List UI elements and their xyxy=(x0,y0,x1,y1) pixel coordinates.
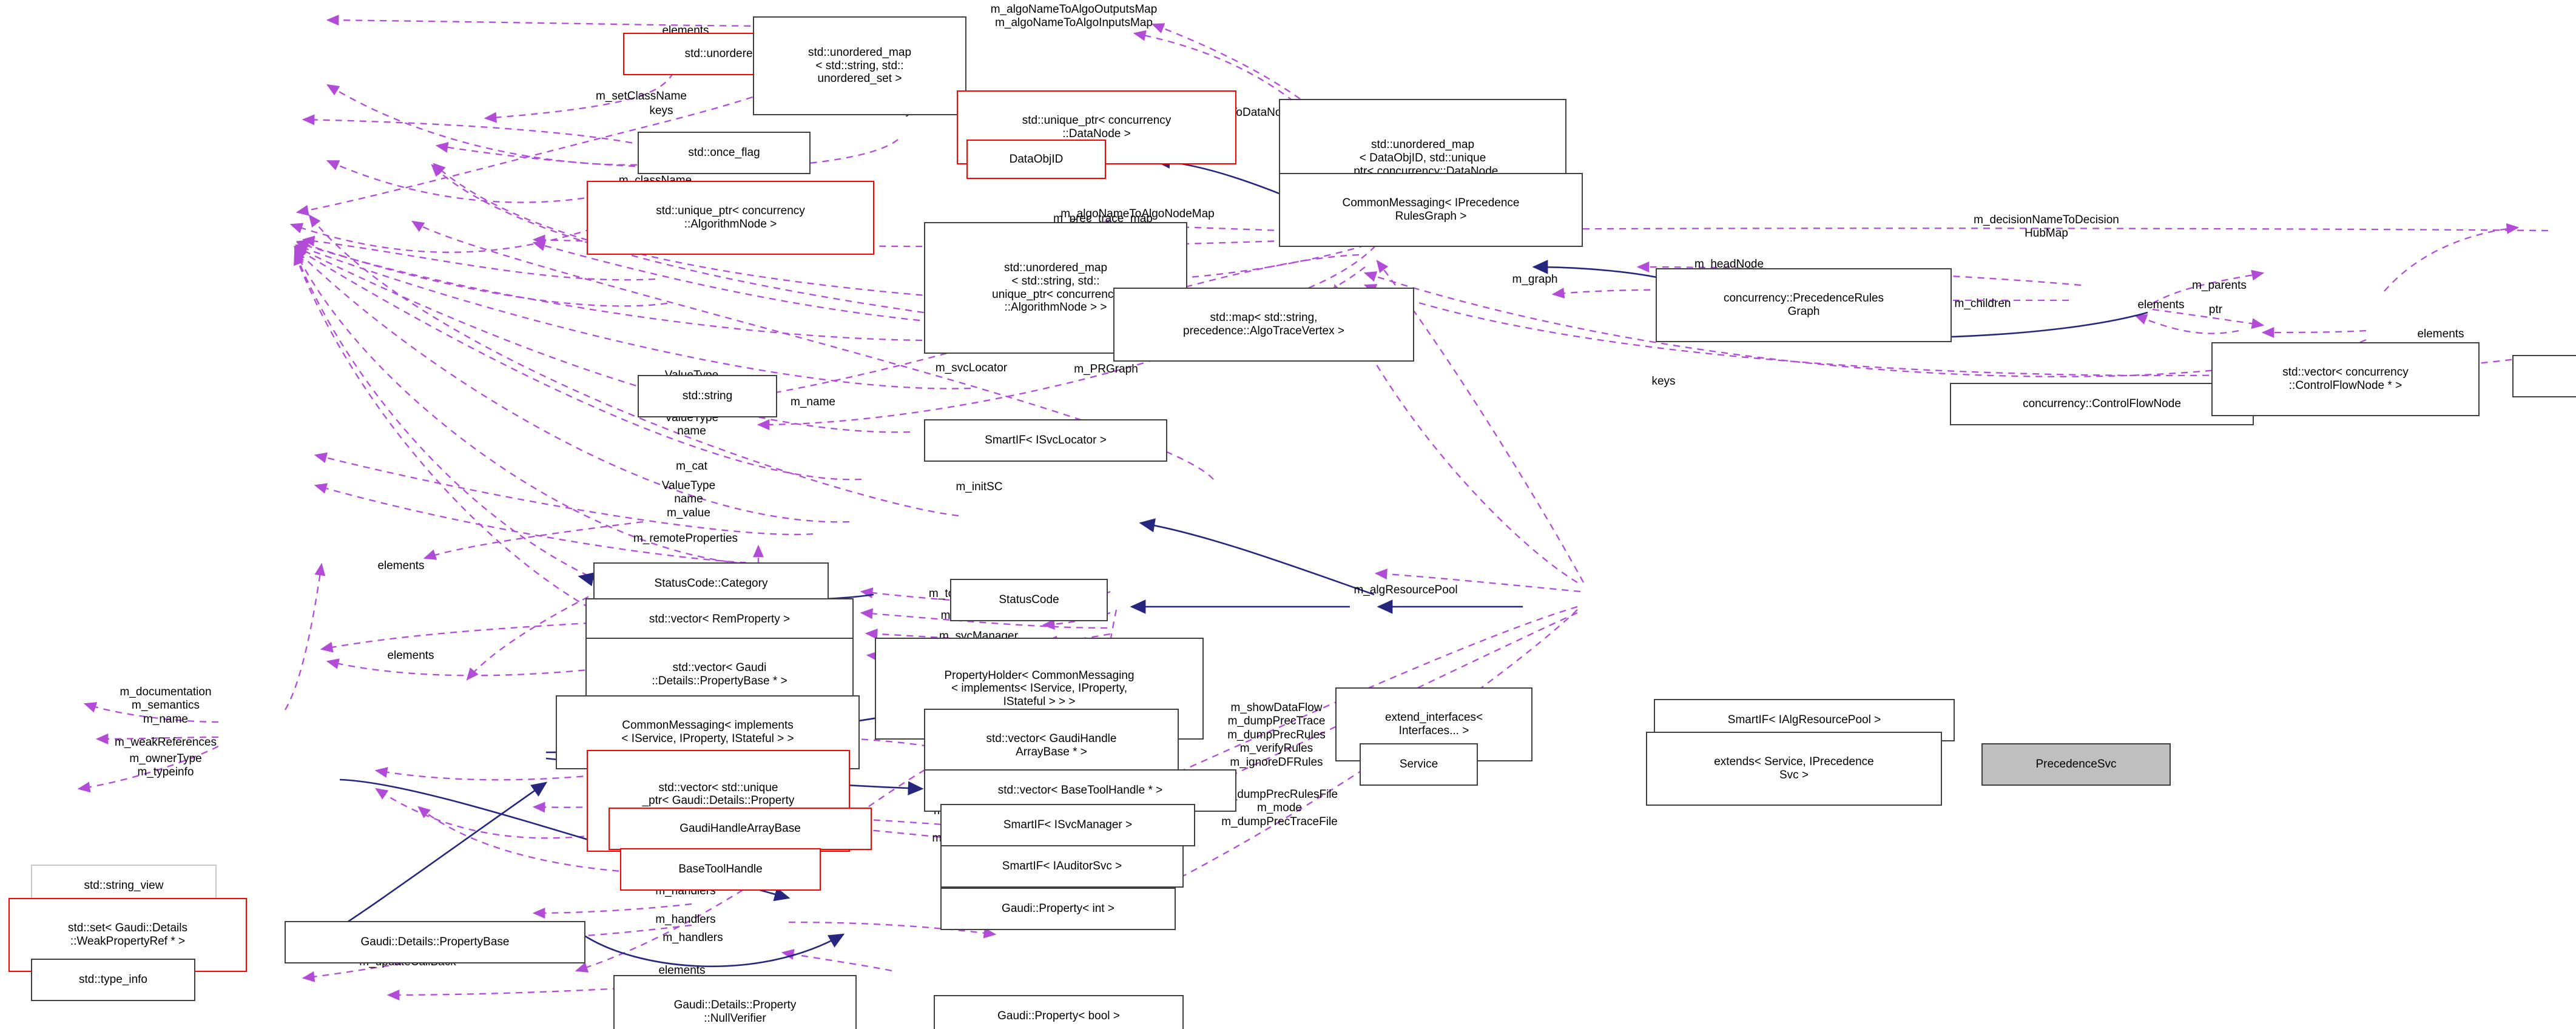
class-node-basetoolhandle[interactable]: BaseToolHandle xyxy=(620,848,821,891)
class-node-decisionnode[interactable]: concurrency::DecisionNode xyxy=(2512,355,2576,397)
class-node-map_algotrace[interactable]: std::map< std::string, precedence::AlgoT… xyxy=(1113,288,1414,362)
edge-label: m_children xyxy=(1954,297,2011,310)
class-node-vec_cfn_ptr[interactable]: std::vector< concurrency ::ControlFlowNo… xyxy=(2211,342,2480,416)
class-node-precrulesgraph[interactable]: concurrency::PrecedenceRules Graph xyxy=(1656,268,1952,342)
class-node-service[interactable]: Service xyxy=(1360,743,1478,786)
edge-label: m_svcLocator xyxy=(935,362,1008,374)
class-node-prop_int[interactable]: Gaudi::Property< int > xyxy=(940,888,1176,930)
edge-label: ValueType name m_value xyxy=(661,479,716,519)
class-node-gaudihandlearraybase[interactable]: GaudiHandleArrayBase xyxy=(609,808,872,850)
class-node-uptr_algnode[interactable]: std::unique_ptr< concurrency ::Algorithm… xyxy=(587,181,874,255)
class-node-type_info[interactable]: std::type_info xyxy=(31,959,195,1001)
class-node-std_string[interactable]: std::string xyxy=(638,375,777,417)
edge-label: m_showDataFlow m_dumpPrecTrace m_dumpPre… xyxy=(1227,701,1326,769)
class-node-nullverifier[interactable]: Gaudi::Details::Property ::NullVerifier xyxy=(613,975,857,1029)
class-node-dataobjid[interactable]: DataObjID xyxy=(966,140,1106,179)
class-node-vec_remproperty[interactable]: std::vector< RemProperty > xyxy=(585,598,854,641)
edge-label: ptr xyxy=(2208,303,2223,316)
edge-label: m_algoNameToAlgoOutputsMap m_algoNameToA… xyxy=(990,3,1158,30)
class-node-controlflownode[interactable]: concurrency::ControlFlowNode xyxy=(1950,383,2254,425)
class-node-propertybase[interactable]: Gaudi::Details::PropertyBase xyxy=(285,921,585,963)
class-node-um_string_uset[interactable]: std::unordered_map < std::string, std:: … xyxy=(753,16,966,115)
edge-label: m_dumpPrecRulesFile m_mode m_dumpPrecTra… xyxy=(1221,788,1338,828)
class-node-smartif_iauditorsvc[interactable]: SmartIF< IAuditorSvc > xyxy=(940,845,1184,888)
class-node-precedencesvc[interactable]: PrecedenceSvc xyxy=(1981,743,2171,786)
edge-label: m_PRGraph xyxy=(1074,363,1138,376)
edge-label: m_parents xyxy=(2192,279,2247,292)
class-node-statuscode[interactable]: StatusCode xyxy=(950,579,1108,621)
class-node-prop_bool[interactable]: Gaudi::Property< bool > xyxy=(934,995,1184,1029)
edge-label: m_setClassName xyxy=(596,90,687,103)
edge-label: m_handlers xyxy=(663,931,723,944)
edge-label: m_decisionNameToDecision HubMap xyxy=(1974,214,2119,240)
edge-label: m_algResourcePool xyxy=(1354,584,1458,596)
edge-label: elements xyxy=(2417,328,2464,340)
edge-label: m_name xyxy=(791,396,835,408)
class-node-smartif_isvclocator[interactable]: SmartIF< ISvcLocator > xyxy=(924,419,1167,462)
class-node-cm_iprecrules[interactable]: CommonMessaging< IPrecedence RulesGraph … xyxy=(1279,173,1583,247)
edge-label: m_graph xyxy=(1512,273,1558,286)
edge-label: m_initSC xyxy=(956,481,1003,493)
edge-label: m_handlers xyxy=(655,913,716,926)
edge-label: m_cat xyxy=(676,460,707,473)
edge-label: m_ownerType m_typeinfo xyxy=(129,752,202,779)
class-node-smartif_isvcmanager[interactable]: SmartIF< ISvcManager > xyxy=(940,804,1195,846)
edge-label: keys xyxy=(649,104,673,117)
edge-label: elements xyxy=(377,559,425,572)
edge-label: keys xyxy=(1651,375,1676,388)
edge-label: m_documentation m_semantics m_name xyxy=(120,686,212,726)
edge-label: elements xyxy=(387,649,434,662)
edge-label: m_remoteProperties xyxy=(633,532,738,545)
edge-label: elements xyxy=(2137,299,2185,311)
class-node-extends_service[interactable]: extends< Service, IPrecedence Svc > xyxy=(1646,732,1942,806)
class-node-once_flag[interactable]: std::once_flag xyxy=(638,132,811,174)
edge-label: m_weakReferences xyxy=(115,736,217,749)
